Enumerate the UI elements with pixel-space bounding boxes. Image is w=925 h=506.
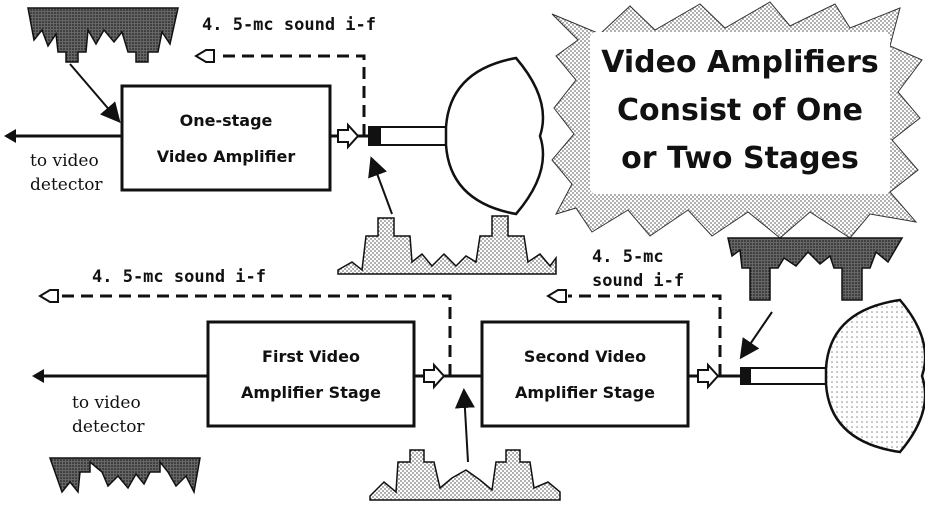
bottom-right-sound-dashed-path <box>568 294 722 376</box>
title-line-3: or Two Stages <box>621 141 859 176</box>
bottom-output-arrow-icon <box>697 362 720 390</box>
top-picture-tube <box>368 56 545 216</box>
second-stage-label-1: Second Video <box>524 347 646 366</box>
title-line-1: Video Amplifiers <box>601 45 879 80</box>
bottom-output-waveform <box>727 237 904 301</box>
waveform-shape <box>727 237 904 301</box>
top-input-pointer <box>69 63 121 124</box>
title-line-2: Consist of One <box>617 93 863 128</box>
crt-neck <box>749 367 827 385</box>
top-sound-arrow-icon <box>194 49 215 63</box>
top-diagram: to video detector One-stage Video Amplif… <box>4 7 557 275</box>
bottom-left-sound-arrow-icon <box>38 289 59 303</box>
bottom-left-sound-dashed-path <box>60 294 452 376</box>
one-stage-label-1: One-stage <box>180 111 273 130</box>
bottom-detector-label-2: detector <box>72 417 145 437</box>
title-panel <box>590 32 890 194</box>
bottom-input-waveform <box>48 457 201 495</box>
top-detector-label-2: detector <box>30 175 103 195</box>
crt-bell <box>824 298 925 454</box>
bottom-picture-tube <box>740 298 925 454</box>
top-sound-label: 4. 5-mc sound i-f <box>202 15 376 35</box>
top-input-waveform <box>27 7 179 63</box>
interstage-waveform <box>369 449 561 501</box>
waveform-shape <box>48 457 201 495</box>
bottom-left-sound-label: 4. 5-mc sound i-f <box>92 267 266 287</box>
interstage-pointer <box>454 388 475 463</box>
one-stage-label-2: Video Amplifier <box>157 147 296 166</box>
top-sound-dashed-path <box>216 54 366 136</box>
first-stage-label-1: First Video <box>262 347 360 366</box>
first-stage-label-2: Amplifier Stage <box>241 383 381 402</box>
crt-base <box>368 126 380 146</box>
waveform-shape <box>337 215 557 275</box>
second-stage-label-2: Amplifier Stage <box>515 383 655 402</box>
bottom-crt-pointer <box>739 311 773 360</box>
crt-base <box>740 367 750 385</box>
top-detector-arrow-icon <box>4 129 16 143</box>
waveform-shape <box>27 7 179 63</box>
first-stage-block <box>206 320 416 428</box>
top-detector-label-1: to video <box>30 151 99 171</box>
bottom-detector-label-1: to video <box>72 393 141 413</box>
bottom-right-sound-label-1: 4. 5-mc <box>592 247 664 267</box>
bottom-detector-arrow-icon <box>32 369 44 383</box>
one-stage-amplifier-block <box>120 84 332 192</box>
top-output-arrow-icon <box>337 122 360 150</box>
top-crt-pointer <box>368 156 393 215</box>
bottom-right-sound-label-2: sound i-f <box>592 271 684 291</box>
crt-neck <box>379 126 447 146</box>
waveform-shape <box>369 449 561 501</box>
interstage-arrow-icon <box>423 362 446 390</box>
bottom-diagram: to video detector First Video Amplifier … <box>32 237 925 501</box>
top-output-waveform <box>337 215 557 275</box>
bottom-right-sound-arrow-icon <box>546 289 567 303</box>
second-stage-block <box>480 320 690 428</box>
crt-bell <box>444 56 545 216</box>
title-starburst: Video Amplifiers Consist of One or Two S… <box>551 1 923 239</box>
